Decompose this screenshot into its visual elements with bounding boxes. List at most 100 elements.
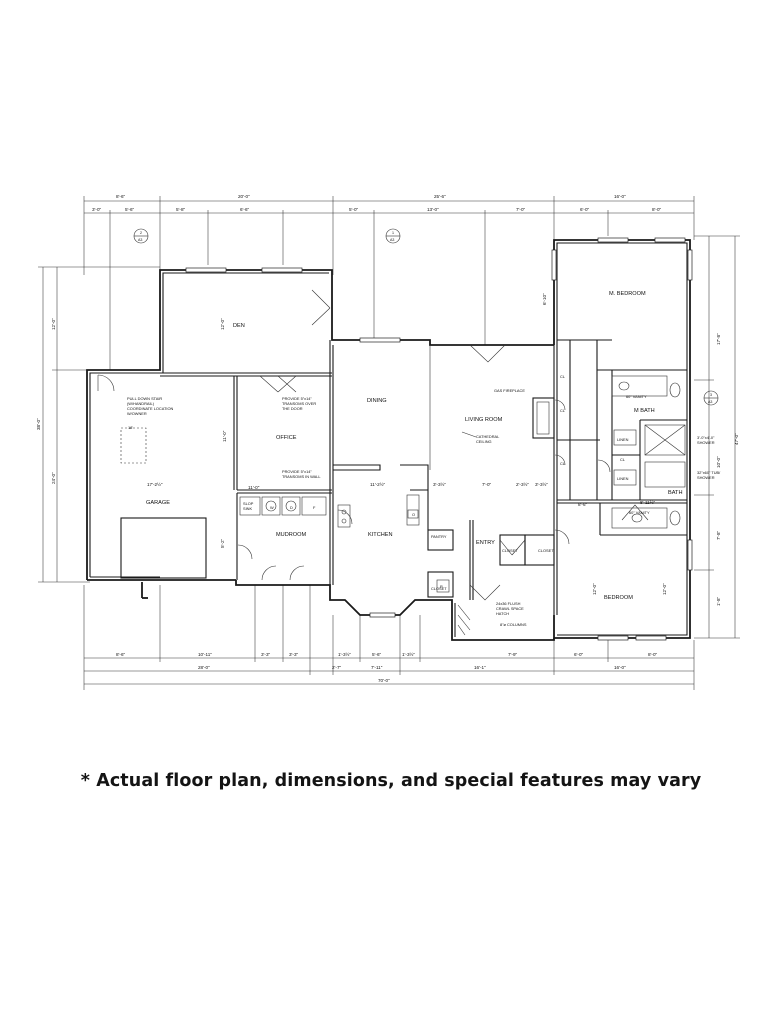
room-label-entry: ENTRY (476, 540, 495, 546)
dim-interior-4: 3'-3½" (433, 481, 446, 487)
section-markers (133, 228, 719, 406)
kitchen-fixtures (337, 494, 450, 593)
dim-top-inner-2: 5'-6" (125, 207, 135, 212)
dim-interior-1: 11'-0" (248, 485, 260, 490)
note-transom-wall-2: TRANSOMS IN WALL (282, 474, 321, 479)
dim-bottom-total: 70'-0" (378, 678, 390, 683)
note-refrigerator: R (440, 584, 443, 589)
dim-bottom-inner-1: 8'-6" (116, 652, 126, 657)
note-transom-wall-1: PROVIDE 5"x14" (282, 469, 312, 474)
note-washer: W (270, 505, 274, 510)
dim-interior-12: 12'-0" (662, 583, 667, 595)
room-label-closet-3: CLOSET (538, 548, 554, 553)
dim-right-inner-4: 1'-8" (716, 596, 721, 606)
dim-interior-8: 8'-6" (578, 502, 588, 507)
note-shower-1: 3'-0"x4'-0" (697, 435, 715, 440)
section-mark-2-bottom: A3 (390, 238, 394, 242)
dim-interior-13: 6'-10" (542, 293, 547, 305)
note-tub-shower-1: 32"x60" TUB/ (697, 470, 721, 475)
dim-right-inner-1: 17'-8" (716, 333, 721, 345)
interior-walls (160, 339, 687, 615)
dim-bottom-mid-5: 16'-0" (614, 665, 626, 670)
right-dimension-lines (694, 235, 740, 639)
dim-bottom-inner-8: 7'-9" (508, 652, 518, 657)
room-label-cl-3: CL (560, 461, 566, 466)
section-mark-3-bottom: A3 (708, 400, 712, 404)
room-label-linen-1: LINEN (617, 437, 629, 442)
note-dryer: D (290, 505, 293, 510)
dim-top-inner-7: 7'-0" (516, 207, 526, 212)
attic-hatch (120, 427, 147, 464)
note-gas-fireplace: GAS FIREPLACE (494, 388, 525, 393)
note-crawl-hatch-1: 24x36 FLUSH (496, 601, 521, 606)
dim-bottom-inner-9: 6'-0" (574, 652, 584, 657)
room-label-pantry: PANTRY (431, 534, 447, 539)
bottom-dimension-lines (83, 585, 695, 690)
note-slop-sink-1: SLOP (243, 501, 254, 506)
dim-top-inner-3: 5'-8" (176, 207, 186, 212)
room-label-cl-4: CL (620, 457, 626, 462)
dim-interior-5: 7'-0" (482, 482, 492, 487)
dim-top-inner-4: 6'-6" (240, 207, 250, 212)
bath-fixtures (611, 375, 686, 529)
note-pull-down-stair-4: W/OWNER (127, 411, 147, 416)
note-cathedral-2: CEILING (476, 439, 492, 444)
room-label-linen-2: LINEN (617, 476, 629, 481)
dim-top-inner-5: 5'-0" (349, 207, 359, 212)
note-attic-stair: 18' (128, 425, 133, 430)
room-label-closet: CLOSET (431, 586, 447, 591)
dim-interior-15: 8'-11½" (640, 499, 656, 505)
dim-interior-9: 12'-0" (220, 318, 225, 330)
dim-interior-14: 5'-2" (220, 538, 225, 548)
dim-left-outer: 38'-0" (36, 418, 41, 430)
windows (185, 237, 693, 641)
room-label-mudroom: MUDROOM (276, 532, 306, 538)
note-cathedral-1: CATHEDRAL (476, 434, 500, 439)
dim-bottom-mid-3: 7'-11" (371, 665, 383, 670)
dim-interior-11: 12'-0" (592, 583, 597, 595)
dim-bottom-mid-2: 2'-7" (332, 665, 342, 670)
dim-top-outer-3: 25'-6" (434, 194, 446, 199)
dim-left-inner-2: 24'-0" (51, 472, 56, 484)
note-vanity-60: 60" VANITY (626, 394, 647, 399)
room-label-garage: GARAGE (146, 500, 170, 506)
dim-interior-10: 11'-0" (222, 430, 227, 442)
note-crawl-hatch-2: CRAWL SPACE (496, 606, 524, 611)
room-label-dining: DINING (367, 398, 387, 404)
note-vanity-60b: 60" VANITY (629, 510, 650, 515)
room-label-living-room: LIVING ROOM (465, 417, 503, 423)
dim-top-outer-1: 8'-6" (116, 194, 126, 199)
dim-top-inner-6: 13'-0" (427, 207, 439, 212)
note-columns: 8"ø COLUMNS (500, 622, 527, 627)
note-pull-down-stair-1: PULL DOWN STAIR (127, 396, 162, 401)
note-pull-down-stair-2: (W/HANDRAIL) (127, 401, 155, 406)
note-transom-door-2: TRANSOMS OVER (282, 401, 316, 406)
room-label-bedroom: BEDROOM (604, 595, 633, 601)
room-label-office: OFFICE (276, 435, 297, 441)
note-freezer: F (313, 505, 316, 510)
dim-top-outer-2: 20'-0" (238, 194, 250, 199)
dim-bottom-inner-5: 1'-3½" (338, 651, 351, 657)
section-mark-3-top: 3 (710, 393, 712, 397)
room-label-closet-2: CLOSET (502, 548, 518, 553)
left-dimension-lines (38, 266, 160, 583)
note-oven: O (412, 512, 415, 517)
note-transom-door-1: PROVIDE 5"x14" (282, 396, 312, 401)
room-label-cl-1: CL (560, 374, 566, 379)
dim-bottom-mid-1: 28'-0" (198, 665, 210, 670)
dim-top-inner-8: 6'-0" (580, 207, 590, 212)
room-label-kitchen: KITCHEN (368, 532, 393, 538)
room-label-den: DEN (233, 323, 245, 329)
note-shower-2: SHOWER (697, 440, 715, 445)
dim-bottom-inner-2: 10'-11" (198, 652, 212, 657)
room-label-m-bath: M BATH (634, 408, 655, 414)
section-mark-2-top: 1 (392, 231, 394, 235)
dim-top-outer-4: 16'-0" (614, 194, 626, 199)
dim-bottom-inner-4: 3'-3" (289, 652, 299, 657)
top-dimension-lines (83, 196, 695, 370)
note-crawl-hatch-3: HATCH (496, 611, 509, 616)
section-mark-1-top: 2 (140, 231, 142, 235)
room-label-cl-2: CL (560, 408, 566, 413)
dim-bottom-mid-4: 16'-1" (474, 665, 486, 670)
